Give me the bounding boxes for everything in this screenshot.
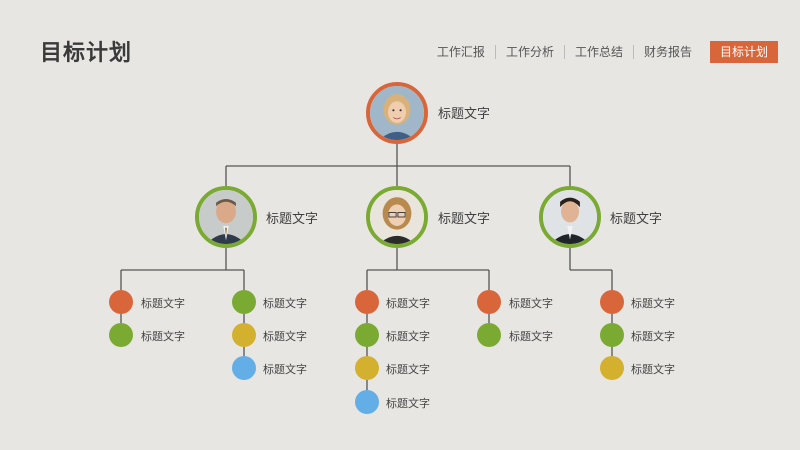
top-nav: 工作汇报 工作分析 工作总结 财务报告 目标计划 xyxy=(427,40,778,64)
leaf-node-dot xyxy=(109,290,133,314)
nav-item-work-summary[interactable]: 工作总结 xyxy=(563,45,633,59)
leaf-node-label: 标题文字 xyxy=(386,363,430,376)
young-man-portrait-icon xyxy=(543,190,597,244)
root-avatar xyxy=(366,82,428,144)
nav-item-work-analysis[interactable]: 工作分析 xyxy=(494,45,564,59)
leaf-node-label: 标题文字 xyxy=(631,297,675,310)
leaf-node-label: 标题文字 xyxy=(509,330,553,343)
leaf-node-label: 标题文字 xyxy=(141,330,185,343)
root-label: 标题文字 xyxy=(438,107,491,122)
leaf-node-label: 标题文字 xyxy=(263,297,307,310)
manager-3-label: 标题文字 xyxy=(610,212,663,227)
manager-3-avatar xyxy=(539,186,601,248)
leaf-node-label: 标题文字 xyxy=(263,330,307,343)
woman-portrait-icon xyxy=(370,86,424,140)
leaf-node-dot xyxy=(232,356,256,380)
leaf-node-label: 标题文字 xyxy=(631,363,675,376)
leaf-node-dot xyxy=(355,323,379,347)
manager-1-avatar xyxy=(195,186,257,248)
leaf-node-dot xyxy=(477,290,501,314)
leaf-node-dot xyxy=(600,290,624,314)
leaf-node-dot xyxy=(355,356,379,380)
leaf-node-dot xyxy=(600,323,624,347)
man-portrait-icon xyxy=(199,190,253,244)
leaf-node-dot xyxy=(109,323,133,347)
leaf-node-label: 标题文字 xyxy=(631,330,675,343)
leaf-node-dot xyxy=(600,356,624,380)
leaf-node-label: 标题文字 xyxy=(509,297,553,310)
woman-glasses-portrait-icon xyxy=(370,190,424,244)
leaf-node-dot xyxy=(355,290,379,314)
leaf-node-label: 标题文字 xyxy=(386,397,430,410)
nav-item-goal-plan[interactable]: 目标计划 xyxy=(709,41,778,63)
page-title: 目标计划 xyxy=(40,41,133,66)
leaf-node-dot xyxy=(232,323,256,347)
manager-1-label: 标题文字 xyxy=(266,212,319,227)
leaf-node-dot xyxy=(355,390,379,414)
manager-2-avatar xyxy=(366,186,428,248)
leaf-node-label: 标题文字 xyxy=(141,297,185,310)
manager-2-label: 标题文字 xyxy=(438,212,491,227)
nav-item-work-report[interactable]: 工作汇报 xyxy=(436,45,485,59)
leaf-node-label: 标题文字 xyxy=(263,363,307,376)
leaf-node-dot xyxy=(232,290,256,314)
leaf-node-label: 标题文字 xyxy=(386,330,430,343)
nav-item-finance-report[interactable]: 财务报告 xyxy=(632,45,702,59)
leaf-node-dot xyxy=(477,323,501,347)
leaf-node-label: 标题文字 xyxy=(386,297,430,310)
